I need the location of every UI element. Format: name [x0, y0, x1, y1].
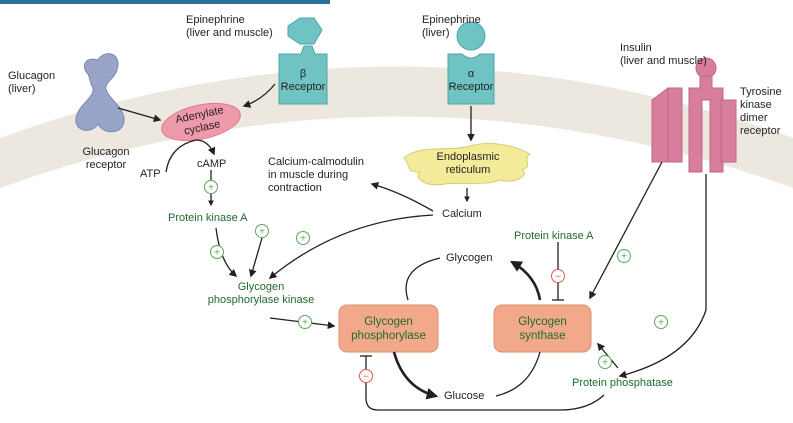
camp-label: cAMP — [197, 158, 227, 170]
glycogen-phosphorylase-label: Glycogen phosphorylase — [351, 315, 426, 342]
glucagon-label: Glucagon (liver) — [8, 70, 56, 95]
arrow-glucagon-to-ac — [117, 107, 162, 123]
glucagon-receptor — [75, 53, 125, 133]
svg-text:+: + — [658, 318, 664, 329]
svg-text:+: + — [602, 358, 608, 369]
insulin-label: Insulin (liver and muscle) — [620, 42, 707, 67]
phosphorylase-kinase-label: Glycogen phosphorylase kinase — [207, 281, 315, 306]
inhibit-pp-to-gp — [365, 356, 605, 411]
plus-sign-insulin: + — [617, 249, 631, 263]
insulin-receptor — [651, 57, 737, 173]
epinephrine-beta-label: Epinephrine (liver and muscle) — [186, 14, 273, 39]
atp-label: ATP — [140, 168, 161, 180]
arrow-calcium-to-calmodulin — [370, 181, 434, 212]
glycogen-label: Glycogen — [446, 252, 493, 264]
adenylate-cyclase-shape — [161, 102, 241, 142]
er-label: Endoplasmic reticulum — [436, 151, 500, 176]
plus-sign-camp: + — [204, 180, 218, 194]
protein-kinase-a-right-label: Protein kinase A — [514, 230, 594, 242]
glycogen-synthase-box — [493, 304, 592, 353]
arrow-insulin-to-gs — [589, 161, 663, 300]
arrow-gp-to-glucose — [392, 351, 439, 400]
epinephrine-alpha-label: Epinephrine (liver) — [422, 14, 481, 39]
svg-text:+: + — [208, 183, 214, 194]
arrow-gs-to-glycogen — [509, 260, 542, 301]
endoplasmic-reticulum-shape — [403, 143, 531, 186]
plus-sign-calcium: + — [296, 231, 310, 245]
glucose-label: Glucose — [444, 390, 485, 402]
pathway-arrows — [117, 83, 707, 411]
plus-sign-calmodulin: + — [255, 224, 269, 238]
minus-sign-pp: − — [359, 369, 373, 383]
arrow-atp-to-camp — [165, 139, 216, 173]
minus-sign-pka: − — [551, 269, 565, 283]
calmodulin-label: Calcium-calmodulin in muscle during cont… — [268, 156, 364, 194]
svg-text:+: + — [621, 252, 627, 263]
arc-glycogen-to-gp — [405, 257, 441, 301]
calcium-label: Calcium — [442, 208, 482, 220]
protein-phosphatase-label: Protein phosphatase — [572, 377, 673, 389]
svg-text:+: + — [259, 227, 265, 238]
arc-glucose-to-gs — [495, 351, 541, 397]
plus-sign-pka: + — [210, 245, 224, 259]
tyrosine-kinase-label: Tyrosine kinase dimer receptor — [740, 86, 782, 137]
cell-membrane — [0, 66, 793, 188]
svg-text:−: − — [555, 272, 561, 283]
plus-sign-phk: + — [298, 315, 312, 329]
caption-strip — [0, 0, 330, 4]
svg-text:−: − — [363, 372, 369, 383]
svg-text:+: + — [302, 318, 308, 329]
regulation-signs: + + + + + − + + + − — [204, 180, 668, 383]
beta-receptor — [278, 17, 328, 105]
arrow-calcium-to-phk — [268, 214, 434, 279]
arrow-beta-to-ac — [242, 83, 276, 108]
svg-text:+: + — [214, 248, 220, 259]
glycogen-phosphorylase-box — [338, 304, 439, 353]
alpha-receptor-label: α Receptor — [448, 68, 494, 93]
svg-text:+: + — [300, 234, 306, 245]
glycogen-synthase-label: Glycogen synthase — [518, 315, 567, 342]
arrow-pka-to-phk — [215, 227, 238, 278]
plus-sign-insulin-pp: + — [654, 315, 668, 329]
plus-sign-pp: + — [598, 355, 612, 369]
protein-kinase-a-left-label: Protein kinase A — [168, 212, 248, 224]
arrow-calmodulin-to-phk — [248, 237, 263, 278]
arrow-insulin-to-pp — [618, 174, 707, 379]
alpha-receptor — [447, 21, 495, 105]
glucagon-receptor-label: Glucagon receptor — [82, 146, 130, 171]
beta-receptor-label: β Receptor — [280, 68, 326, 93]
